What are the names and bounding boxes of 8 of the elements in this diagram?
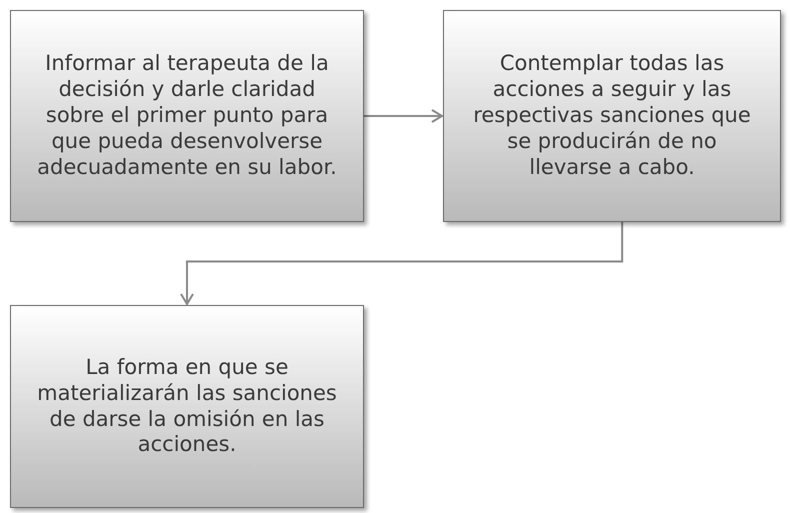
box-text: Contemplar todas las acciones a seguir y las respectivas sanciones que se producirán de no llevarse a cabo. bbox=[472, 51, 752, 181]
process-box bbox=[10, 10, 364, 222]
process-box bbox=[10, 305, 364, 508]
box-text: Informar al terapeuta de la decisión y darle claridad sobre el primer punto para que pueda desenvolverse adecuadamente en su labor. bbox=[36, 51, 338, 181]
arrow bbox=[364, 109, 443, 123]
arrow bbox=[180, 222, 624, 305]
box-text: La forma en que se materializarán las sanciones de darse la omisión en las acciones. bbox=[36, 354, 338, 458]
process-box bbox=[443, 10, 781, 222]
